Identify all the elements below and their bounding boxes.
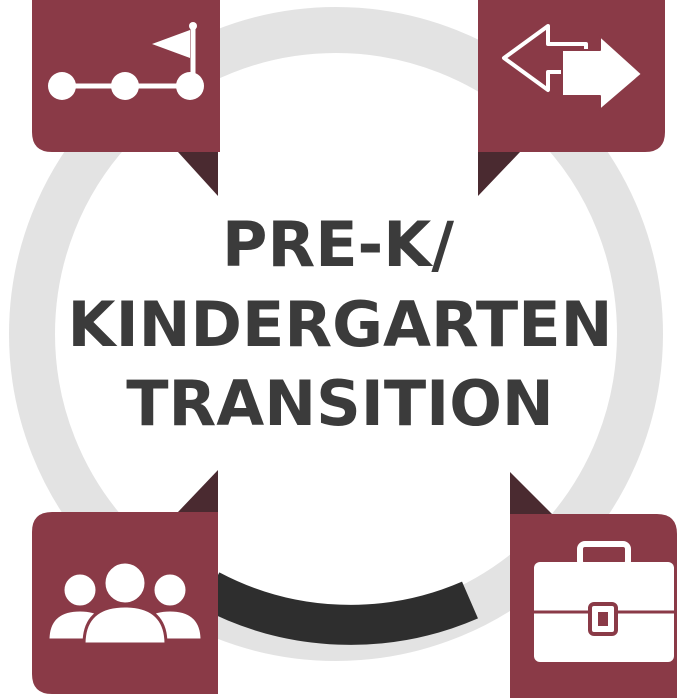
title-line-1: PRE-K/ [222,208,454,281]
title-line-3: TRANSITION [126,367,554,440]
briefcase-icon [534,541,674,662]
tile-pointer [178,470,218,512]
tile-pointer [178,152,218,196]
two-way-arrows-icon [502,24,643,111]
ring-dark-segment [200,572,478,645]
milestones-tile [32,0,220,196]
tile-pointer [510,472,552,514]
group-of-people-icon [46,560,204,646]
briefcase-tile [510,472,677,698]
exchange-tile [478,0,665,196]
title-line-2: KINDERGARTEN [68,288,613,361]
tile-pointer [478,152,520,196]
people-tile [32,470,218,694]
milestone-path-flag-icon [48,22,204,100]
